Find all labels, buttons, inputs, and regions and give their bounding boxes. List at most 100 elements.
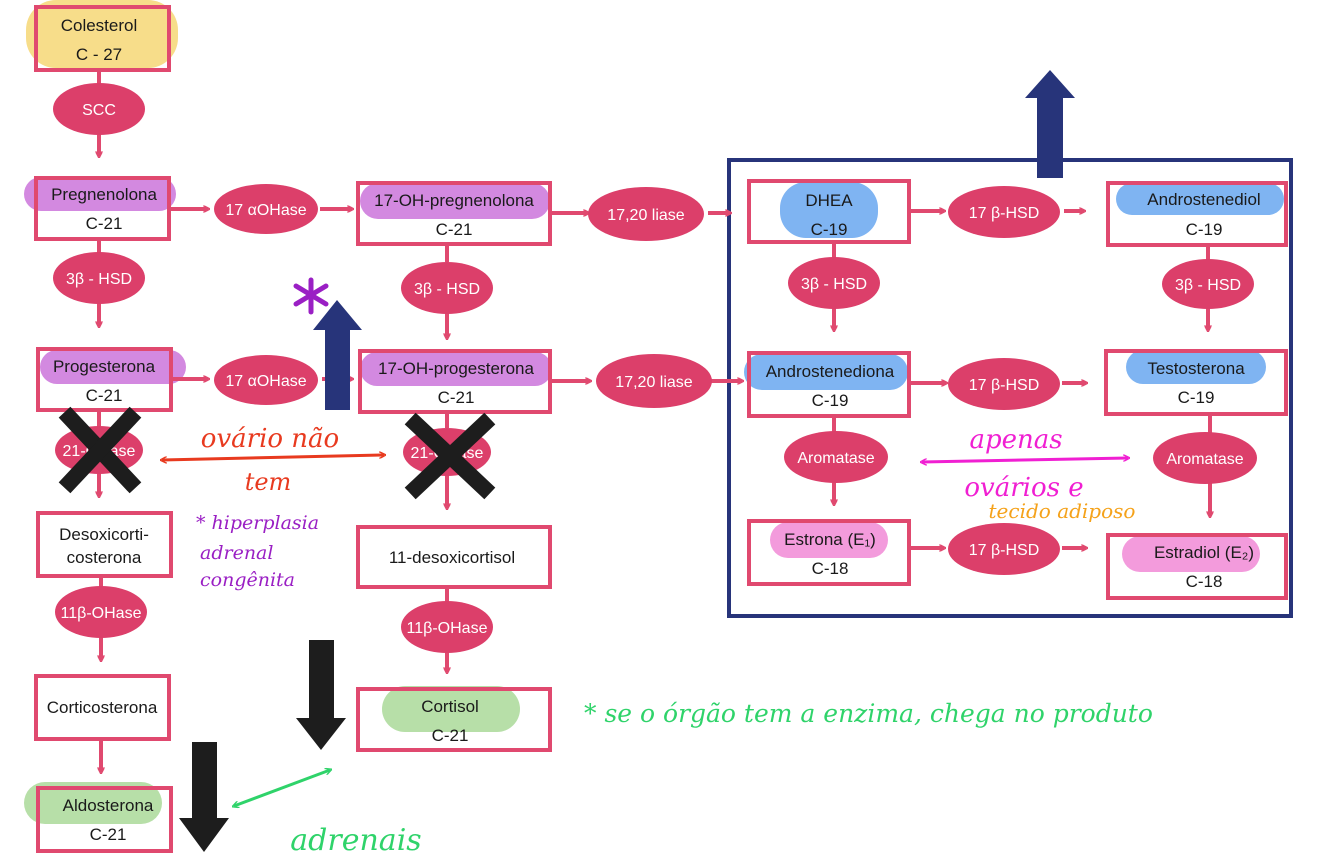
- box-desoxicorticosterona: [36, 511, 173, 578]
- enzyme-3bhsd-androstenediol: [1162, 259, 1254, 309]
- enzyme-label-aromatase-left: Aromatase: [797, 450, 874, 467]
- enzyme-label-17bhsd-top: 17 β-HSD: [969, 205, 1040, 222]
- highlight-progesterona: [40, 350, 186, 384]
- label-androstenediona-carbons: C-19: [812, 391, 849, 410]
- x-mark-mid: [404, 412, 496, 500]
- label-estradiol-name: Estradiol (E₂): [1154, 543, 1254, 562]
- label-colesterol-carbons: C - 27: [76, 45, 122, 64]
- enzyme-17bhsd-bottom: [948, 523, 1060, 575]
- label-pregnenolona-name: Pregnenolona: [51, 185, 157, 204]
- label-11-desoxicortisol: 11-desoxicortisol: [389, 548, 515, 567]
- handwritten-annotations: ovário não tem * hiperplasia adrenal con…: [162, 424, 1153, 858]
- x-mark-left: [58, 406, 142, 494]
- red-double-arrow: [162, 455, 384, 460]
- label-cortisol-name: Cortisol: [421, 697, 479, 716]
- note-orgao-enzima: * se o órgão tem a enzima, chega no prod…: [584, 699, 1153, 728]
- label-desoxicorticosterona-line1: Desoxicorti-: [59, 525, 149, 544]
- label-androstenediol-name: Androstenediol: [1147, 190, 1260, 209]
- magenta-double-arrow: [922, 458, 1128, 462]
- big-down-arrow-cortisol: [296, 640, 346, 750]
- note-apenas: apenas: [969, 425, 1062, 455]
- enzyme-label-17bhsd-bottom: 17 β-HSD: [969, 542, 1040, 559]
- label-estradiol-carbons: C-18: [1186, 572, 1223, 591]
- enzyme-label-liase-bottom: 17,20 liase: [615, 374, 692, 391]
- note-hiperplasia-line3: congênita: [200, 569, 295, 591]
- note-ovarios: ovários e: [964, 473, 1083, 503]
- gonadal-pathway-frame: [727, 158, 1293, 618]
- enzyme-aromatase-left: [784, 431, 888, 483]
- enzyme-label-17aohase-top: 17 αOHase: [225, 202, 306, 219]
- enzyme-3bhsd-dhea: [788, 257, 880, 309]
- label-cortisol-carbons: C-21: [432, 726, 469, 745]
- enzyme-liase-top: [588, 187, 704, 241]
- enzyme-label-3bhsd-androstenediol: 3β - HSD: [1175, 277, 1241, 294]
- label-androstenediona-name: Androstenediona: [766, 362, 895, 381]
- enzyme-label-scc: SCC: [82, 102, 116, 119]
- enzyme-17aohase-bottom: [214, 355, 318, 405]
- highlight-oh-pregnenolona: [360, 183, 550, 219]
- note-hiperplasia-line2: adrenal: [200, 542, 273, 564]
- big-up-arrow-frame: [1025, 70, 1075, 178]
- enzyme-label-11bohase-left: 11β-OHase: [61, 605, 142, 622]
- box-aldosterona: [36, 786, 173, 853]
- star-icon: [293, 277, 329, 315]
- enzyme-11bohase-mid: [401, 601, 493, 653]
- highlight-oh-progesterona: [360, 352, 552, 386]
- box-testosterona: [1104, 349, 1288, 416]
- label-androstenediol-carbons: C-19: [1186, 220, 1223, 239]
- label-estrona-carbons: C-18: [812, 559, 849, 578]
- enzyme-label-3bhsd-dhea: 3β - HSD: [801, 276, 867, 293]
- highlight-dhea: [780, 182, 878, 238]
- note-hiperplasia-line1: * hiperplasia: [196, 512, 319, 534]
- enzyme-label-aromatase-right: Aromatase: [1166, 451, 1243, 468]
- enzyme-label-3bhsd-mid: 3β - HSD: [414, 281, 480, 298]
- enzyme-scc: [53, 83, 145, 135]
- enzyme-17aohase-top: [214, 184, 318, 234]
- compound-labels: Colesterol C - 27 Pregnenolona C-21 17-O…: [47, 16, 1261, 844]
- highlight-pregnenolona: [24, 177, 176, 211]
- enzyme-3bhsd-left: [53, 252, 145, 304]
- enzyme-label-liase-top: 17,20 liase: [607, 207, 684, 224]
- note-ovario-line1: ovário não: [201, 424, 339, 454]
- label-oh-progesterona-name: 17-OH-progesterona: [378, 359, 534, 378]
- label-oh-pregnenolona-carbons: C-21: [436, 220, 473, 239]
- green-double-arrow: [234, 770, 330, 806]
- label-dhea-name: DHEA: [805, 191, 853, 210]
- label-testosterona-name: Testosterona: [1147, 359, 1245, 378]
- enzyme-17bhsd-top: [948, 186, 1060, 238]
- label-progesterona-carbons: C-21: [86, 386, 123, 405]
- enzyme-label-17bhsd-mid: 17 β-HSD: [969, 377, 1040, 394]
- enzyme-label-17aohase-bottom: 17 αOHase: [225, 373, 306, 390]
- label-dhea-carbons: C-19: [811, 220, 848, 239]
- label-oh-progesterona-carbons: C-21: [438, 388, 475, 407]
- enzyme-3bhsd-mid: [401, 262, 493, 314]
- enzyme-17bhsd-mid: [948, 358, 1060, 410]
- label-oh-pregnenolona-name: 17-OH-pregnenolona: [374, 191, 534, 210]
- highlight-estrona: [770, 522, 888, 558]
- enzyme-11bohase-left: [55, 586, 147, 638]
- enzyme-aromatase-right: [1153, 432, 1257, 484]
- label-pregnenolona-carbons: C-21: [86, 214, 123, 233]
- label-testosterona-carbons: C-19: [1178, 388, 1215, 407]
- box-estradiol: [1106, 533, 1288, 600]
- highlight-androstenediol: [1116, 183, 1284, 215]
- label-estrona-name: Estrona (E₁): [784, 530, 876, 549]
- blocked-marks: [58, 406, 496, 500]
- box-colesterol: [34, 5, 171, 72]
- note-ovario-line2: tem: [245, 468, 292, 496]
- label-colesterol-name: Colesterol: [61, 16, 138, 35]
- highlight-androstenediona: [744, 354, 908, 390]
- label-progesterona-name: Progesterona: [53, 357, 156, 376]
- enzyme-ellipses: [53, 83, 1257, 653]
- label-corticosterona: Corticosterona: [47, 698, 158, 717]
- enzyme-liase-bottom: [596, 354, 712, 408]
- highlights: [24, 0, 1284, 824]
- enzyme-label-11bohase-mid: 11β-OHase: [407, 620, 488, 637]
- highlight-aldosterona: [24, 782, 162, 824]
- highlight-colesterol: [26, 0, 178, 68]
- label-aldosterona-carbons: C-21: [90, 825, 127, 844]
- note-adrenais: adrenais: [290, 823, 421, 858]
- enzyme-label-3bhsd-left: 3β - HSD: [66, 271, 132, 288]
- highlight-estradiol: [1122, 536, 1260, 572]
